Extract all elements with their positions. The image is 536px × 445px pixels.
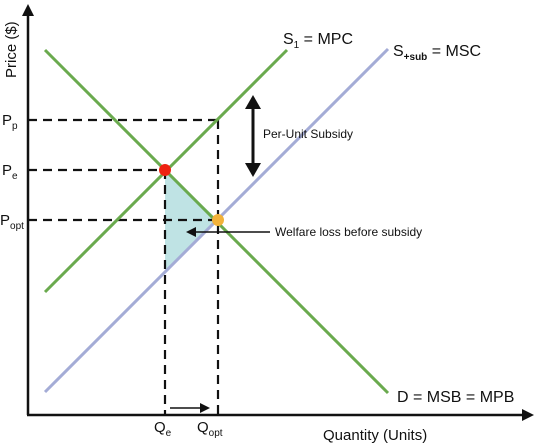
price-popt-label: Popt [0, 212, 24, 232]
demand-label: D = MSB = MPB [397, 389, 514, 406]
welfare-loss-annotation: Welfare loss before subsidy [275, 225, 422, 239]
quantity-qe-label: Qe [154, 419, 172, 439]
y-axis-title: Price ($) [3, 21, 20, 78]
subsidy-arrowhead-down [245, 163, 261, 177]
y-axis-arrowhead [22, 4, 34, 16]
subsidy-annotation: Per-Unit Subsidy [263, 127, 353, 141]
quantity-qopt-label: Qopt [197, 419, 223, 439]
equilibrium-point-optimal [212, 214, 224, 226]
subsidy-arrowhead-up [245, 95, 261, 109]
x-axis-arrowhead [522, 409, 534, 421]
supply-post-label: S+sub = MSC [393, 43, 481, 63]
x-axis-title: Quantity (Units) [323, 427, 427, 444]
price-pe-label: Pe [2, 162, 18, 182]
price-pp-label: Pp [2, 112, 18, 132]
equilibrium-point-pre [159, 164, 171, 176]
supply-pre-label: S1 = MPC [283, 31, 353, 51]
welfare-loss-area [165, 170, 218, 270]
